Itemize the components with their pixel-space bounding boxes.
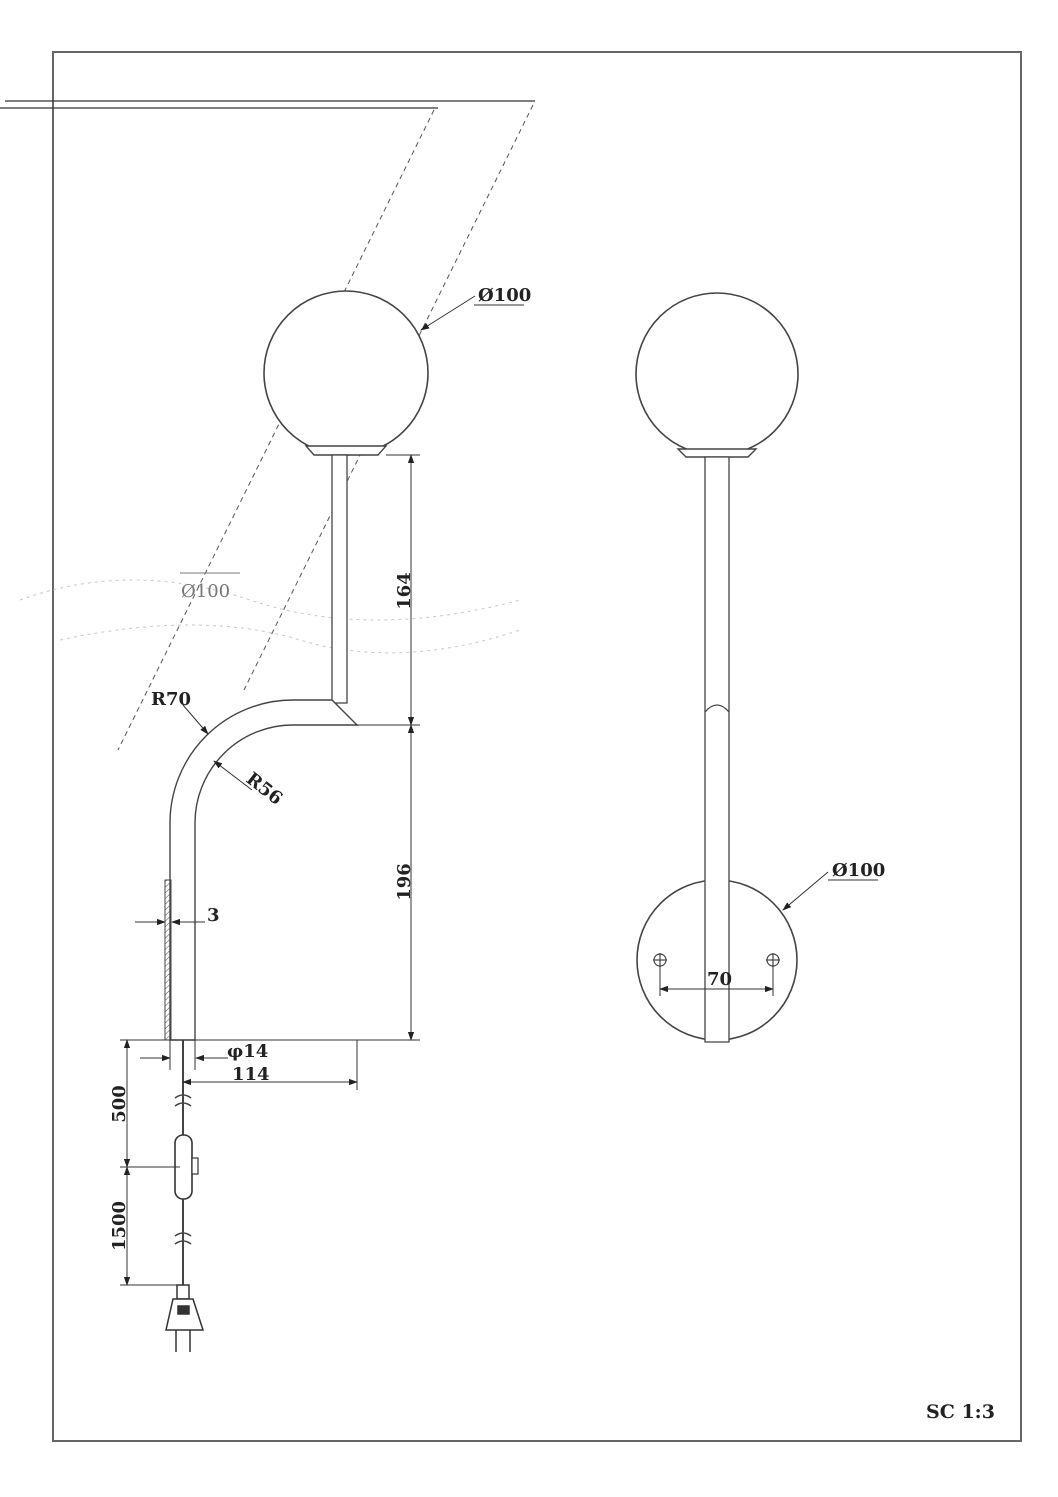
cable-to-plug-label: 1500	[109, 1201, 130, 1251]
cable-to-switch-label: 500	[109, 1085, 130, 1123]
side-globe-cup	[304, 445, 388, 456]
tube-diameter-label: φ14	[227, 1041, 268, 1062]
cord-switch-button	[191, 1157, 199, 1175]
projection-label: 114	[232, 1064, 270, 1085]
plug	[165, 1284, 205, 1352]
front-dimension-lines	[659, 871, 829, 996]
front-tube-bend	[704, 704, 730, 713]
ghost-faint-lines	[19, 579, 521, 654]
front-view	[635, 292, 799, 1043]
side-cable-break-2	[174, 1232, 192, 1245]
stray-lines	[0, 100, 535, 109]
upper-height-label: 164	[394, 572, 415, 610]
front-globe-cup	[676, 448, 758, 458]
scale-label: SC 1:3	[926, 1401, 995, 1423]
screw-hole-left	[653, 953, 667, 967]
side-upper-tube	[331, 454, 348, 704]
plate-thickness-label: 3	[207, 905, 220, 926]
screw-hole-right	[766, 953, 780, 967]
ghost-label: Ø100	[181, 581, 230, 602]
side-globe	[263, 290, 429, 456]
front-base-diameter-label: Ø100	[832, 860, 885, 881]
side-globe-diameter-label: Ø100	[478, 285, 531, 306]
drawing-frame	[52, 51, 1022, 1442]
hole-spacing-label: 70	[707, 969, 732, 990]
side-wall-plate	[164, 879, 172, 1041]
side-bent-arm	[169, 699, 359, 1041]
front-tube	[704, 456, 730, 1043]
side-dimension-lines	[120, 295, 476, 1286]
side-cable-break-1	[174, 1094, 192, 1107]
front-globe	[635, 292, 799, 456]
outer-radius-label: R70	[151, 689, 191, 710]
inner-radius-label: R56	[242, 768, 286, 809]
lower-height-label: 196	[394, 863, 415, 901]
side-view	[164, 290, 429, 1352]
